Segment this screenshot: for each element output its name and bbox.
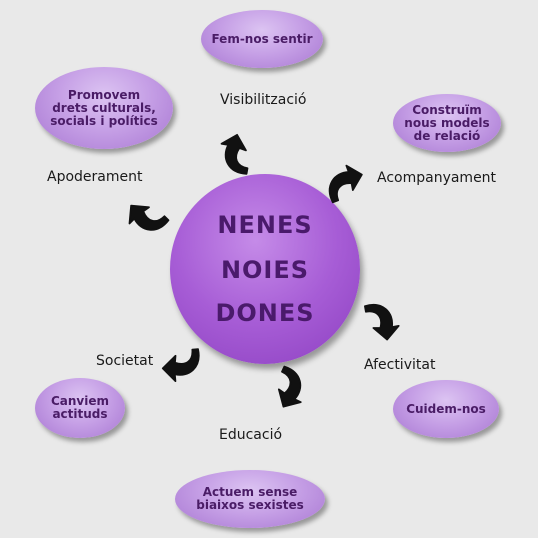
bubble-actuem: Actuem sense biaixos sexistes (175, 470, 325, 528)
bubble-cuidem-nos-text: Cuidem-nos (406, 401, 486, 416)
bubble-promovem-text: Promovem drets culturals, socials i polí… (50, 87, 158, 128)
label-educacio: Educació (219, 427, 283, 443)
center-word-2: NOIES (220, 256, 310, 284)
label-visibilitzacio: Visibilització (220, 92, 307, 108)
arrow-icon (267, 365, 313, 414)
center-circle: NENES NOIES DONES (170, 174, 360, 364)
arrow-icon (160, 348, 202, 383)
arrow-icon (120, 193, 170, 243)
arrow-icon (216, 131, 254, 175)
label-apoderament: Apoderament (47, 169, 143, 185)
arrow-icon (321, 160, 369, 204)
bubble-canviem: Canviem actituds (35, 378, 125, 438)
bubble-canviem-text: Canviem actituds (50, 394, 110, 421)
label-societat: Societat (96, 353, 154, 369)
bubble-actuem-text: Actuem sense biaixos sexistes (196, 485, 304, 512)
bubble-fem-nos-sentir-text: Fem-nos sentir (211, 31, 313, 46)
label-afectivitat: Afectivitat (364, 357, 436, 373)
bubble-cuidem-nos: Cuidem-nos (393, 380, 499, 438)
center-word-3: DONES (215, 299, 315, 327)
bubble-construim-text: Construïm nous models de relació (404, 102, 490, 143)
bubble-promovem: Promovem drets culturals, socials i polí… (35, 67, 173, 149)
bubble-construim: Construïm nous models de relació (393, 94, 501, 152)
bubble-fem-nos-sentir: Fem-nos sentir (201, 10, 323, 68)
center-word-1: NENES (217, 211, 313, 239)
label-acompanyament: Acompanyament (377, 170, 497, 186)
arrow-icon (363, 299, 402, 344)
